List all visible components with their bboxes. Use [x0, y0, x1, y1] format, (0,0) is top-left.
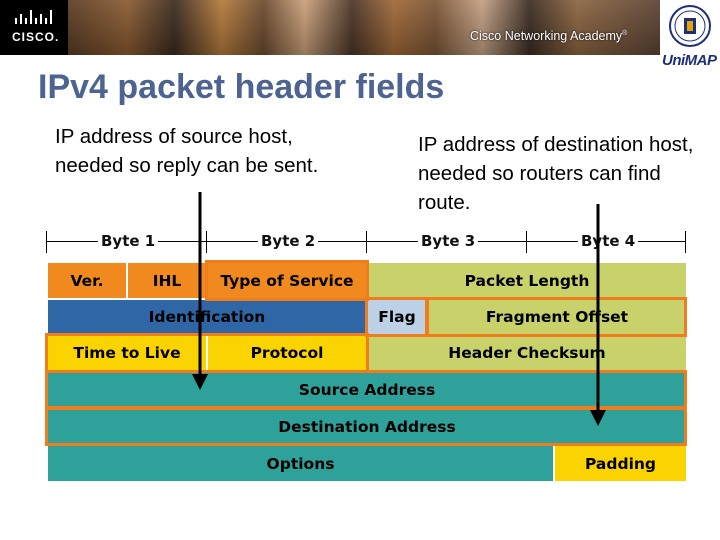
byte-label-4: Byte 4	[578, 232, 639, 250]
field-fragment-offset: Fragment Offset	[427, 299, 687, 335]
photo-strip	[68, 0, 660, 55]
byte-tick	[366, 231, 367, 253]
academy-mark: ®	[622, 29, 628, 37]
academy-text: Cisco Networking Academy	[470, 29, 623, 43]
ipv4-header-diagram: Ver. IHL Type of Service Packet Length I…	[45, 260, 687, 482]
field-options: Options	[47, 445, 554, 482]
byte-tick	[46, 231, 47, 253]
byte-label-2: Byte 2	[258, 232, 319, 250]
field-flag: Flag	[367, 299, 427, 335]
cisco-logo: CISCO.	[0, 0, 68, 55]
cisco-wordmark: CISCO.	[12, 30, 60, 44]
field-protocol: Protocol	[207, 335, 367, 371]
note-destination: IP address of destination host, needed s…	[418, 133, 694, 214]
byte-tick	[685, 231, 686, 253]
top-banner: CISCO. Cisco Networking Academy®	[0, 0, 720, 55]
academy-label: Cisco Networking Academy®	[470, 29, 627, 43]
unimap-wordmark: UniMAP	[662, 52, 717, 69]
field-type-of-service: Type of Service	[207, 262, 367, 299]
field-version: Ver.	[47, 262, 127, 299]
byte-ruler: Byte 1 Byte 2 Byte 3 Byte 4	[46, 229, 686, 255]
field-destination-address: Destination Address	[47, 408, 687, 445]
field-source-address: Source Address	[47, 371, 687, 408]
byte-tick	[206, 231, 207, 253]
field-packet-length: Packet Length	[367, 262, 687, 299]
field-ihl: IHL	[127, 262, 207, 299]
field-identification: Identification	[47, 299, 367, 335]
cisco-bars-icon	[15, 10, 52, 24]
field-padding: Padding	[554, 445, 687, 482]
note-source: IP address of source host, needed so rep…	[55, 125, 319, 177]
unimap-logo: UniMAP	[660, 0, 720, 78]
byte-label-1: Byte 1	[98, 232, 159, 250]
unimap-word-b: MAP	[684, 52, 717, 69]
byte-tick	[526, 231, 527, 253]
unimap-word-a: Uni	[662, 52, 685, 69]
slide-title: IPv4 packet header fields	[38, 68, 445, 106]
unimap-emblem-icon	[669, 5, 711, 47]
field-time-to-live: Time to Live	[47, 335, 207, 371]
byte-label-3: Byte 3	[418, 232, 479, 250]
field-header-checksum: Header Checksum	[367, 335, 687, 371]
